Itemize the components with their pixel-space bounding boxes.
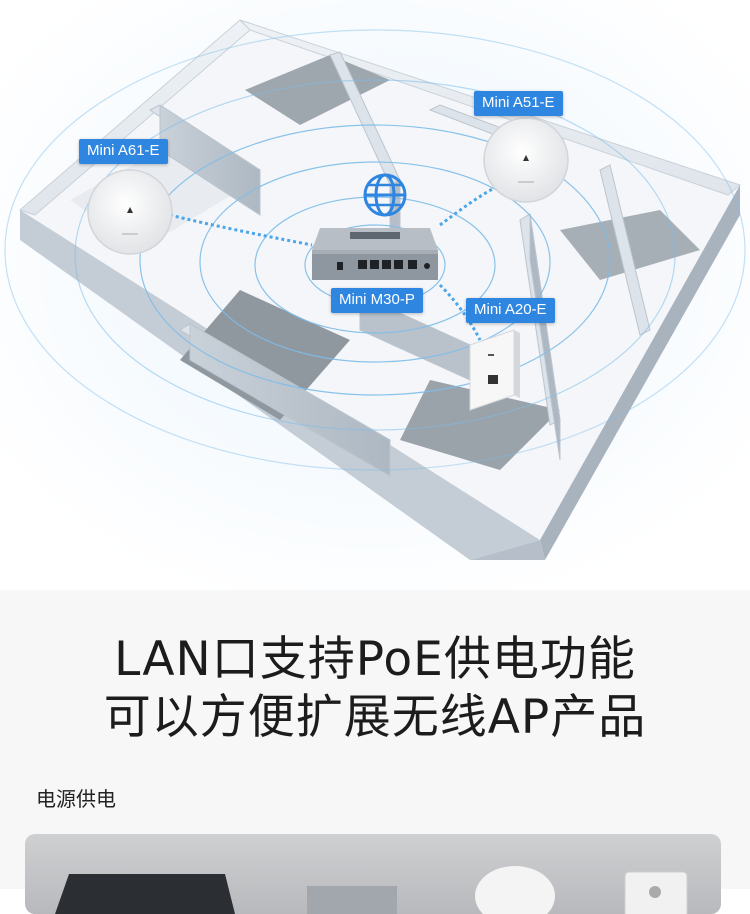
headline-line-1: LAN口支持PoE供电功能 [114, 632, 636, 687]
ap-device-partial [475, 866, 555, 914]
globe-icon [363, 173, 407, 217]
device-label-a51e: Mini A51-E [474, 91, 563, 116]
device-label-a61e: Mini A61-E [79, 139, 168, 164]
device-label-m30p: Mini M30-P [331, 288, 423, 313]
device-label-a20e: Mini A20-E [466, 298, 555, 323]
product-strip [55, 866, 688, 914]
room-floor [245, 55, 390, 125]
power-supply-label: 电源供电 [36, 787, 116, 811]
headline-line-2: 可以方便扩展无线AP产品 [103, 690, 647, 745]
power-supply-product-panel [25, 834, 721, 914]
poe-feature-section: LAN口支持PoE供电功能 可以方便扩展无线AP产品 电源供电 [0, 590, 750, 914]
ap-a61e-device [87, 169, 173, 255]
router-device-partial [307, 886, 397, 914]
ap-a51e-device [483, 117, 569, 203]
ap-a20e-device [469, 329, 520, 411]
router-device [312, 228, 438, 280]
wireless-links [169, 183, 501, 341]
network-floorplan-illustration: Mini A61-E Mini A51-E Mini M30-P Mini A2… [0, 0, 750, 590]
switch-device [55, 874, 235, 914]
floorplan-svg [0, 0, 750, 590]
